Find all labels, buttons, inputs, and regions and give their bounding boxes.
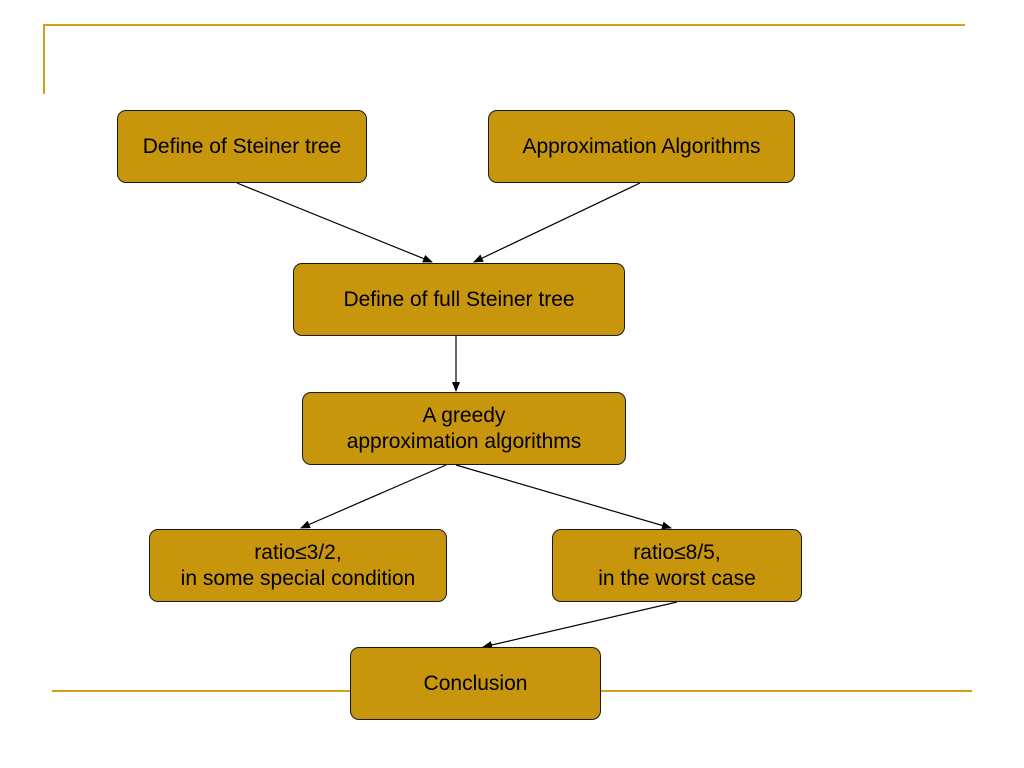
node-ratio-8-5: ratio≤8/5, in the worst case: [552, 529, 802, 602]
arrow-ratio-85-to-conclusion: [482, 601, 678, 649]
node-label-group: ratio≤3/2, in some special condition: [181, 540, 416, 592]
node-label-group: A greedy approximation algorithms: [347, 403, 582, 455]
arrow-greedy-to-ratio-32: [300, 464, 447, 529]
node-label-line2: approximation algorithms: [346, 429, 582, 453]
node-greedy-approximation: A greedy approximation algorithms: [302, 392, 626, 465]
node-label-line1: ratio≤3/2,: [254, 540, 342, 564]
node-define-steiner-tree: Define of Steiner tree: [117, 110, 367, 183]
node-approximation-algorithms: Approximation Algorithms: [488, 110, 795, 183]
arrow-greedy-to-ratio-85: [455, 464, 672, 530]
node-label-line2: in the worst case: [598, 566, 756, 590]
left-accent-line: [43, 24, 45, 94]
node-label: Approximation Algorithms: [522, 134, 761, 158]
arrow-define-steiner-to-full-steiner: [236, 182, 433, 263]
node-label: Conclusion: [423, 671, 528, 695]
node-define-full-steiner-tree: Define of full Steiner tree: [293, 263, 625, 336]
arrow-approx-alg-to-full-steiner: [473, 182, 641, 263]
node-label-line1: ratio≤8/5,: [633, 540, 721, 564]
node-label: Define of Steiner tree: [142, 134, 342, 158]
node-label: Define of full Steiner tree: [343, 287, 575, 311]
node-label-line1: A greedy: [422, 403, 506, 427]
top-divider-line: [43, 24, 965, 26]
node-conclusion: Conclusion: [350, 647, 601, 720]
node-label-group: ratio≤8/5, in the worst case: [598, 540, 756, 592]
node-ratio-3-2: ratio≤3/2, in some special condition: [149, 529, 447, 602]
node-label-line2: in some special condition: [180, 566, 416, 590]
